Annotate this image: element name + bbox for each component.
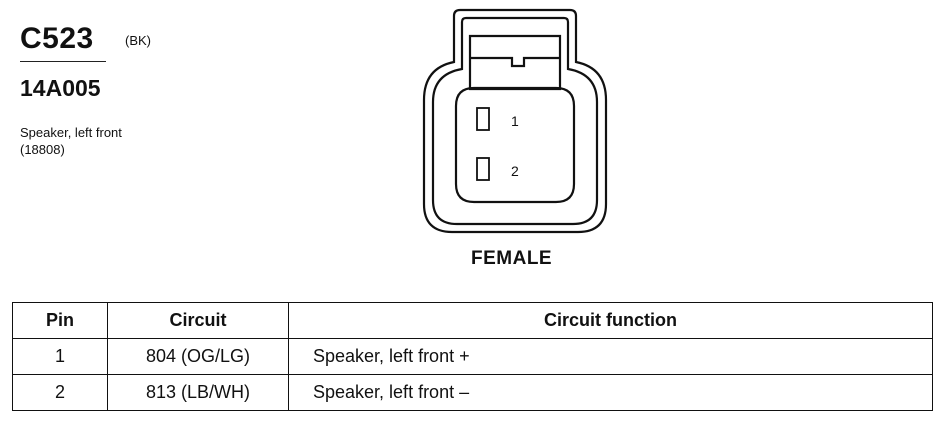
pin-1-terminal <box>476 107 490 131</box>
latch-outline <box>468 34 562 91</box>
header-circuit-function: Circuit function <box>288 302 933 339</box>
pin-2-terminal <box>476 157 490 181</box>
header-pin: Pin <box>12 302 108 339</box>
table-header-row: Pin Circuit Circuit function <box>12 302 933 339</box>
connector-color-code: (BK) <box>125 33 151 48</box>
connector-description: Speaker, left front (18808) <box>20 124 122 158</box>
connector-id-underline <box>20 61 106 62</box>
table-row: 1 804 (OG/LG) Speaker, left front + <box>12 338 933 375</box>
cell-circuit: 804 (OG/LG) <box>107 338 289 375</box>
pin-table: Pin Circuit Circuit function 1 804 (OG/L… <box>12 302 933 411</box>
housing-inner-outline <box>431 16 599 226</box>
table-row: 2 813 (LB/WH) Speaker, left front – <box>12 374 933 411</box>
connector-id: C523 <box>20 22 94 55</box>
part-number: 14A005 <box>20 75 101 101</box>
description-code: (18808) <box>20 142 65 157</box>
cell-circuit: 813 (LB/WH) <box>107 374 289 411</box>
cell-circuit-function: Speaker, left front + <box>288 338 933 375</box>
gender-label: FEMALE <box>471 248 553 269</box>
terminal-cavity-outline <box>454 86 576 204</box>
header-circuit: Circuit <box>107 302 289 339</box>
housing-outer-outline <box>422 8 608 234</box>
cell-pin: 2 <box>12 374 108 411</box>
cell-pin: 1 <box>12 338 108 375</box>
cell-circuit-function: Speaker, left front – <box>288 374 933 411</box>
latch-notch <box>470 56 560 68</box>
connector-face-diagram: 1 2 <box>422 8 608 234</box>
pin-2-label: 2 <box>511 163 519 179</box>
pin-1-label: 1 <box>511 113 519 129</box>
description-text: Speaker, left front <box>20 125 122 140</box>
